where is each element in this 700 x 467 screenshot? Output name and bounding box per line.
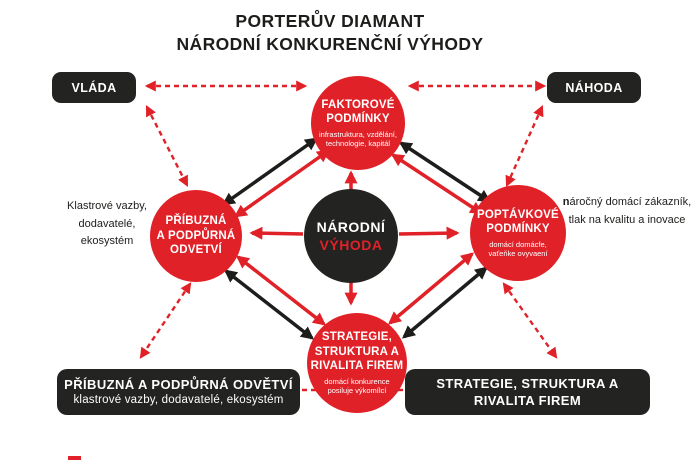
node-strategie-sublabel: domácí konkurence posiluje výkomílcí [324,376,390,396]
node-faktorove-label: FAKTOROVÉ PODMÍNKY [321,98,395,126]
node-pribuzna-odvetvi: PŘÍBUZNÁ A PODPŮRNÁ ODVETVÍ [150,190,242,282]
node-narodni-label: NÁRODNÍ VÝHODA [316,219,386,253]
edge-poptavkove-strategie-black [402,266,488,339]
edge-faktorove-pribuzna-red [233,149,331,218]
edge-pribuzna-strategie-black [223,269,315,340]
title-line2: NÁRODNÍ KONKURENČNÍ VÝHODY [176,34,484,54]
node-vlada: VLÁDA [52,72,136,103]
edge-narodni-poptavkove [398,226,460,240]
node-poptavkove-sublabel: domácí domácfe, vaťeňke ovyvaení [488,239,548,259]
node-poptavkove-label: POPTÁVKOVÉ PODMÍNKY [477,208,559,236]
edge-faktorove-poptavkove-black [398,141,492,203]
box-strategie-label-line2: RIVALITA FIREM [473,393,582,408]
node-pribuzna-label: PŘÍBUZNÁ A PODPŮRNÁ ODVETVÍ [156,215,236,257]
box-pribuzna-label: PŘÍBUZNÁ A PODPŮRNÁ ODVĚTVÍ [64,377,293,392]
node-faktorove-podminky: FAKTOROVÉ PODMÍNKY infrastruktura, vzděl… [311,76,405,170]
right-annotation: náročný domácí zákazník, tlak na kvalitu… [556,194,698,229]
box-strategie-label-line1: STRATEGIE, STRUKTURA A [436,376,619,391]
title-line1: PORTERŮV DIAMANT [235,11,425,31]
node-box-strategie: STRATEGIE, STRUKTURA A RIVALITA FIREM [405,369,650,415]
edge-faktorove-pribuzna-black [221,137,319,206]
corner-mark [68,456,81,460]
box-pribuzna-sublabel: klastrové vazby, dodavatelé, ekosystém [73,394,284,406]
edge-vlada-pribuzna [145,105,189,187]
diagram-title: PORTERŮV DIAMANT NÁRODNÍ KONKURENČNÍ VÝH… [0,10,660,56]
edge-faktorove-poptavkove-red [390,153,484,215]
edge-pribuzna-boxpribuzna [139,282,192,359]
node-strategie-rivalita: STRATEGIE, STRUKTURA A RIVALITA FIREM do… [307,313,407,413]
node-vlada-label: VLÁDA [71,80,117,95]
node-nahoda-label: NÁHODA [565,80,623,95]
node-faktorove-sublabel: infrastruktura, vzdělání, technologie, k… [319,129,397,149]
node-strategie-label: STRATEGIE, STRUKTURA A RIVALITA FIREM [310,331,404,373]
node-nahoda: NÁHODA [547,72,641,103]
edge-poptavkove-boxstrategie [502,282,558,359]
node-box-pribuzna: PŘÍBUZNÁ A PODPŮRNÁ ODVĚTVÍ klastrové va… [57,369,300,415]
right-annotation-line1: náročný domácí zákazník, [562,196,692,208]
edge-narodni-pribuzna [249,226,304,240]
left-annotation: Klastrové vazby, dodavatelé, ekosystém [67,200,147,247]
node-narodni-vyhoda: NÁRODNÍ VÝHODA [304,189,398,283]
node-poptavkove-podminky: POPTÁVKOVÉ PODMÍNKY domácí domácfe, vaťe… [470,185,566,281]
edge-nahoda-poptavkove [505,104,544,188]
